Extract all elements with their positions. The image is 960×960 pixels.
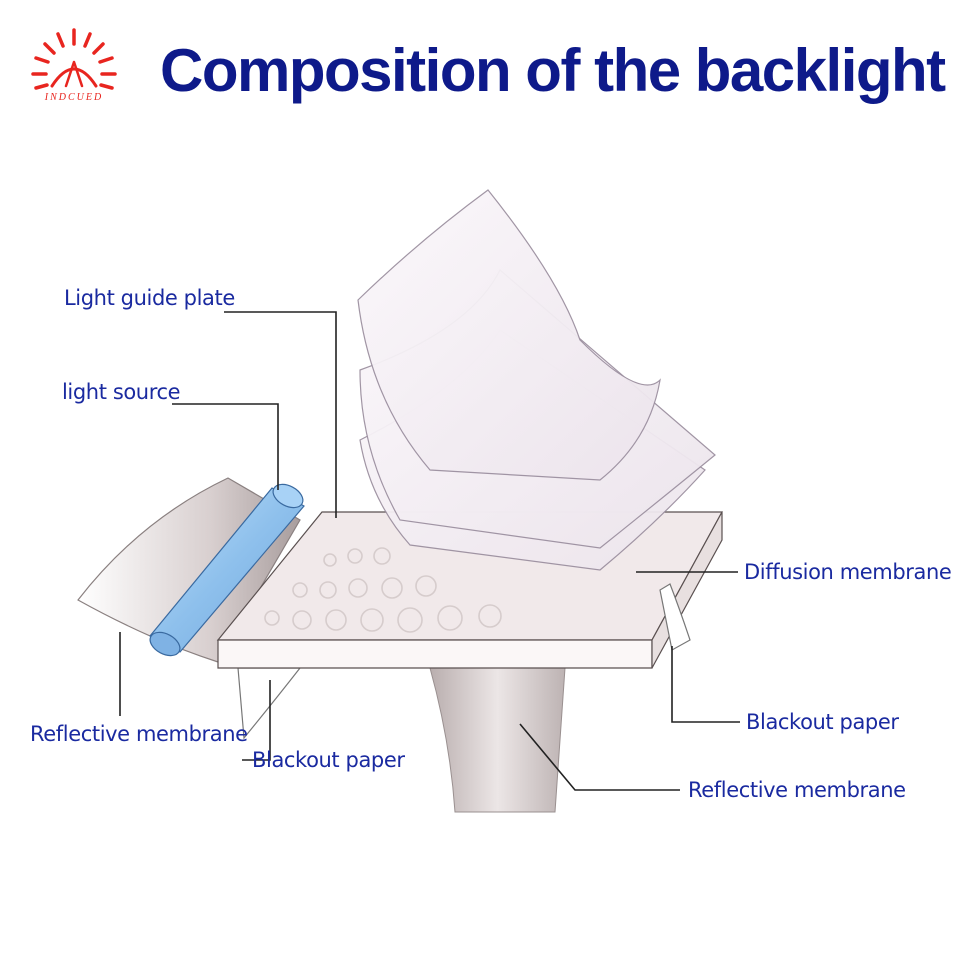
blackout-paper-right-shape (659, 583, 691, 651)
label-blackout-paper-bottom: Blackout paper (252, 748, 405, 772)
leader-blackout-bottom (242, 680, 271, 761)
leader-reflective-bottom (519, 723, 680, 791)
leader-lines (119, 311, 740, 791)
leader-blackout-right (671, 646, 740, 723)
label-reflective-membrane-bottom: Reflective membrane (688, 778, 906, 802)
page-title: Composition of the backlight (160, 37, 946, 104)
light-guide-plate-front (217, 639, 653, 669)
label-light-guide-plate: Light guide plate (64, 286, 235, 310)
blackout-paper-left-shape (237, 667, 302, 740)
leader-light-guide-plate (224, 311, 337, 518)
label-diffusion-membrane: Diffusion membrane (744, 560, 952, 584)
reflective-membrane-bottom-shape (429, 667, 566, 813)
light-guide-dots (264, 547, 502, 633)
light-source-shape (149, 483, 305, 657)
label-reflective-membrane-left: Reflective membrane (30, 722, 248, 746)
logo-text: INDCUED (44, 92, 103, 103)
diffusion-sheet-1 (357, 189, 661, 481)
label-light-source: light source (62, 380, 181, 404)
sun-logo-icon (31, 28, 117, 90)
label-blackout-paper-right: Blackout paper (746, 710, 899, 734)
leader-light-source (172, 403, 279, 490)
